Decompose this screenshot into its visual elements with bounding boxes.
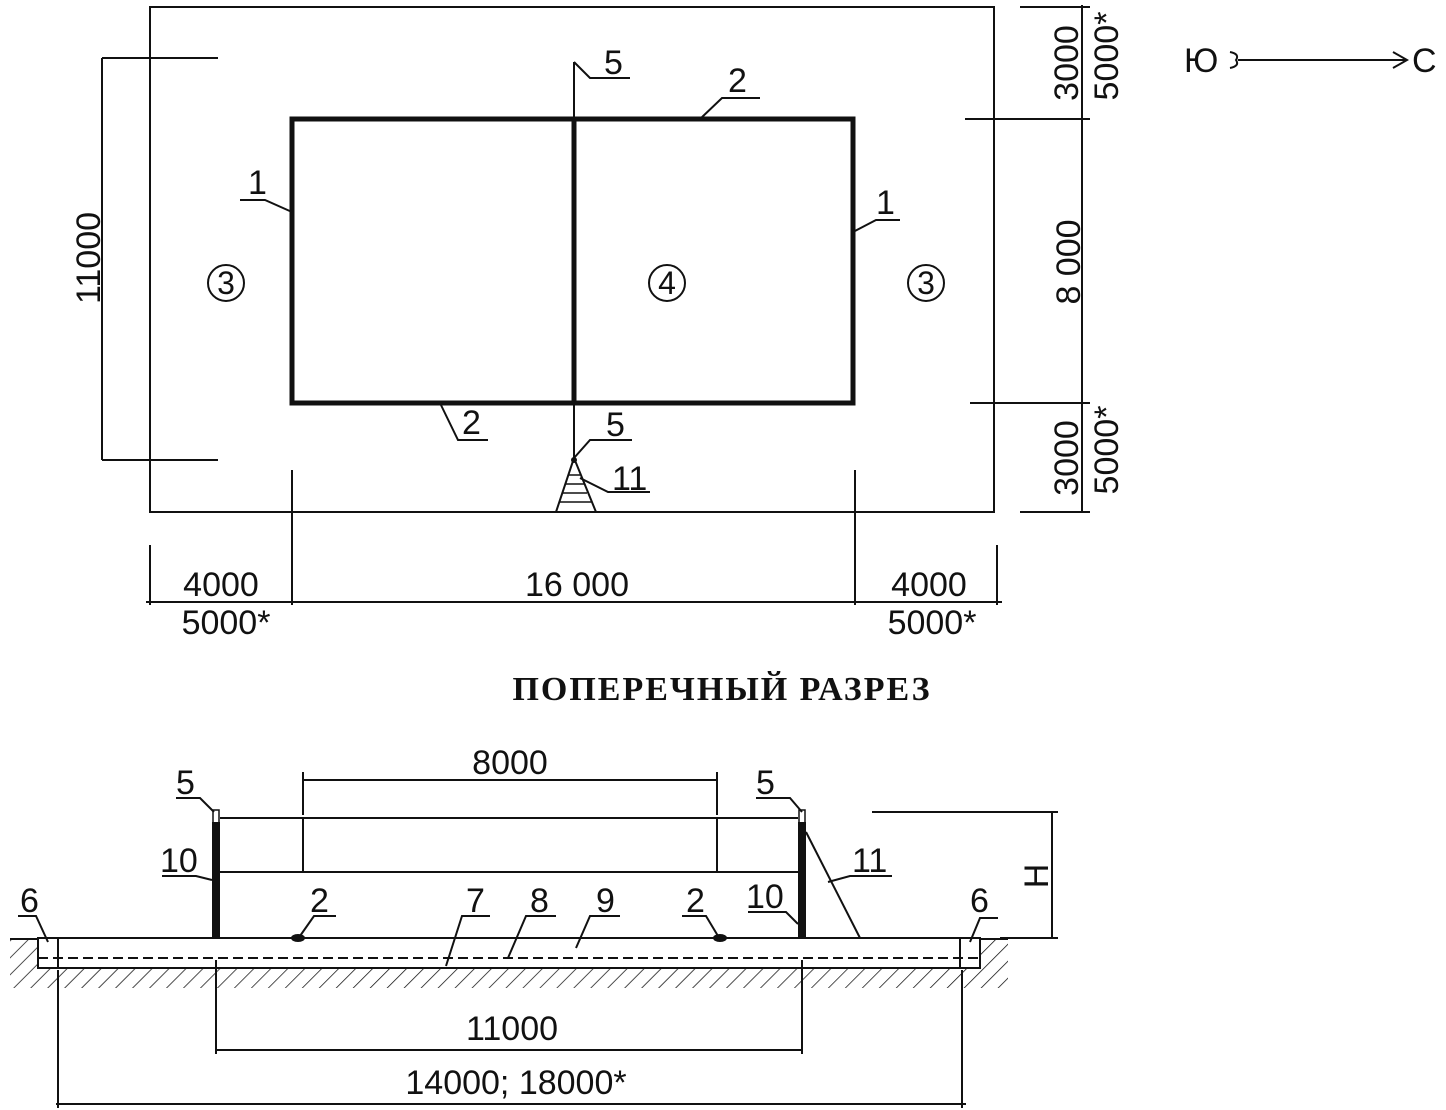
callout-7: 7 [466, 882, 485, 920]
dim-top-margin-alt: 5000* [1088, 12, 1126, 101]
zone-4-circle [648, 264, 686, 302]
zone-3-left-circle [207, 264, 245, 302]
dim-height-label: H [1018, 864, 1056, 889]
dim-left-margin: 4000 [183, 566, 259, 604]
callout-8: 8 [530, 882, 549, 920]
compass-south: Ю [1184, 42, 1218, 80]
callout-5-top: 5 [604, 44, 623, 82]
post-right-top [798, 809, 806, 825]
cross-section: 8000 H 11000 14000; 18000* 5 [10, 744, 1058, 1108]
compass-north: С [1412, 42, 1437, 80]
subgrade-trench [38, 938, 980, 968]
dim-bottom-margin: 3000 [1048, 420, 1086, 496]
callout-1-right: 1 [876, 184, 895, 222]
zone-4: 4 [658, 265, 676, 301]
callout-11: 11 [612, 460, 647, 498]
net-mesh [302, 817, 718, 873]
callout-10-right: 10 [746, 878, 784, 916]
callout-6-right: 6 [970, 882, 989, 920]
section-title: ПОПЕРЕЧНЫЙ РАЗРЕЗ [512, 671, 931, 708]
dim-bottom-margin-alt: 5000* [1088, 406, 1126, 495]
dim-court-width: 8 000 [1050, 219, 1088, 304]
referee-stand-symbol [554, 455, 598, 513]
sideline-marker-left [291, 934, 305, 942]
dim-posts-span: 11000 [215, 960, 803, 1054]
callout-2-top: 2 [728, 62, 747, 100]
zone-3-right: 3 [917, 265, 935, 301]
guy-wire [805, 831, 861, 939]
callout-6-left: 6 [20, 882, 39, 920]
curb-left [37, 937, 59, 969]
callout-5-left: 5 [176, 764, 195, 802]
post-left-top [212, 809, 220, 825]
post-right [798, 822, 806, 938]
dim-top-margin: 3000 [1048, 25, 1086, 101]
plan-view: 11000 3000 5000* 8 000 3000 5000* 4000 5… [70, 5, 1437, 642]
callout-2-right: 2 [686, 882, 705, 920]
dim-court-length: 16 000 [525, 566, 629, 604]
dim-left-margin-alt: 5000* [182, 604, 271, 642]
curb-right [959, 937, 981, 969]
plan-callouts: 1 1 2 2 5 5 11 3 4 3 [207, 44, 945, 498]
callout-10-left: 10 [160, 842, 198, 880]
post-left [212, 822, 220, 938]
callout-9: 9 [596, 882, 615, 920]
callout-1-left: 1 [248, 164, 267, 202]
callout-5-bottom: 5 [606, 406, 625, 444]
dim-right-margin: 4000 [891, 566, 967, 604]
dim-section-total: 14000; 18000* [56, 970, 966, 1108]
dim-net-width-label: 8000 [472, 744, 548, 782]
dim-section-total-label: 14000; 18000* [405, 1064, 626, 1102]
zone-3-right-circle [907, 264, 945, 302]
dim-bottom-row: 4000 5000* 16 000 4000 5000* [146, 470, 1002, 642]
dim-height: H [872, 811, 1058, 939]
zone-3-left: 3 [217, 265, 235, 301]
callout-2-left: 2 [310, 882, 329, 920]
dim-total-width-label: 11000 [70, 212, 108, 304]
callout-2-bottom: 2 [462, 404, 481, 442]
compass-orientation: Ю С [1184, 42, 1437, 80]
callout-5-right: 5 [756, 764, 775, 802]
dim-net-width: 8000 [302, 744, 718, 815]
dim-total-width: 11000 [70, 57, 218, 461]
dim-right-stack: 3000 5000* 8 000 3000 5000* [965, 5, 1126, 513]
section-callouts: 5 5 10 10 6 6 2 2 7 8 9 11 [18, 764, 998, 967]
dim-right-margin-alt: 5000* [888, 604, 977, 642]
sideline-marker-right [713, 934, 727, 942]
callout-11-section: 11 [852, 842, 887, 880]
dim-posts-span-label: 11000 [466, 1010, 558, 1048]
